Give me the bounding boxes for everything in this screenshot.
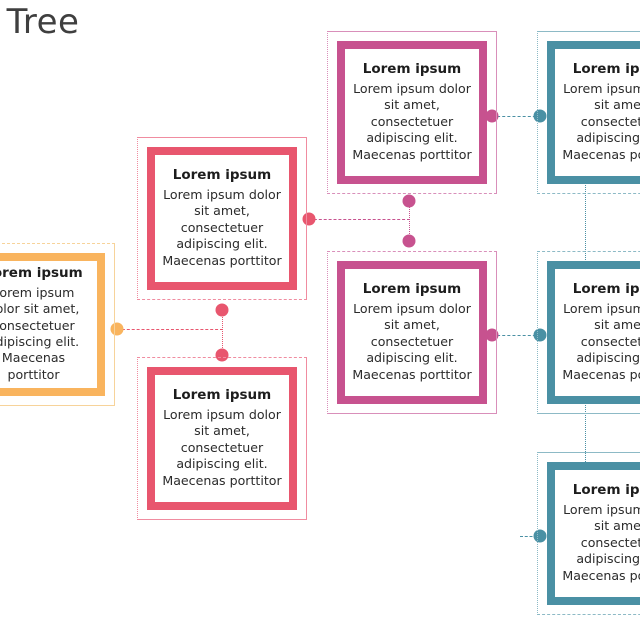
connector-hline bbox=[492, 116, 541, 117]
connector-dot-dot-orange-out bbox=[110, 322, 124, 336]
node-body-text: Lorem ipsum dolor sit amet, consectetuer… bbox=[0, 284, 80, 382]
connector-dot-dot-red-top-bottom bbox=[215, 303, 229, 317]
node-body-text: Lorem ipsum dolor sit amet, consectetuer… bbox=[162, 187, 282, 268]
connector-hline bbox=[117, 329, 223, 330]
node-heading: Lorem ipsum bbox=[572, 281, 640, 298]
connector-hline bbox=[309, 219, 410, 220]
connector-hline bbox=[492, 335, 541, 336]
node-outer-frame bbox=[137, 137, 307, 300]
connector-dot-dot-teal-mid-in bbox=[533, 328, 547, 342]
node-body-text: Lorem ipsum dolor sit amet, consectetuer… bbox=[162, 407, 282, 488]
node-outer-frame bbox=[327, 31, 497, 194]
connector-dot-dot-magenta-top-out bbox=[485, 109, 499, 123]
connector-dot-dot-magenta-bot-out bbox=[485, 328, 499, 342]
connector-dot-dot-magenta-top-in bbox=[402, 194, 416, 208]
node-heading: Lorem ipsum bbox=[0, 264, 83, 281]
node-outer-frame bbox=[537, 31, 640, 194]
node-body-text: Lorem ipsum dolor sit amet, consectetuer… bbox=[562, 301, 640, 382]
node-heading: Lorem ipsum bbox=[362, 61, 462, 78]
node-heading: Lorem ipsum bbox=[362, 281, 462, 298]
node-heading: Lorem ipsum bbox=[572, 61, 640, 78]
connector-dot-dot-red-top-out bbox=[302, 212, 316, 226]
node-outer-frame bbox=[327, 251, 497, 414]
node-body-text: Lorem ipsum dolor sit amet, consectetuer… bbox=[562, 502, 640, 583]
node-outer-frame bbox=[0, 243, 115, 406]
node-heading: Lorem ipsum bbox=[172, 387, 272, 404]
node-body-text: Lorem ipsum dolor sit amet, consectetuer… bbox=[352, 81, 472, 162]
node-outer-frame bbox=[537, 452, 640, 615]
page-title: ion Tree bbox=[0, 2, 80, 42]
connector-hline bbox=[520, 536, 542, 537]
connector-dot-dot-red-bottom-top bbox=[215, 348, 229, 362]
node-outer-frame bbox=[137, 357, 307, 520]
connector-vline bbox=[409, 201, 410, 242]
node-heading: Lorem ipsum bbox=[572, 482, 640, 499]
connector-vline bbox=[222, 310, 223, 356]
connector-dot-dot-teal-top-in bbox=[533, 109, 547, 123]
node-heading: Lorem ipsum bbox=[172, 167, 272, 184]
connector-dot-dot-teal-bot-in bbox=[533, 529, 547, 543]
connector-dot-dot-magenta-bottom-in bbox=[402, 234, 416, 248]
node-body-text: Lorem ipsum dolor sit amet, consectetuer… bbox=[352, 301, 472, 382]
node-body-text: Lorem ipsum dolor sit amet, consectetuer… bbox=[562, 81, 640, 162]
node-outer-frame bbox=[537, 251, 640, 414]
